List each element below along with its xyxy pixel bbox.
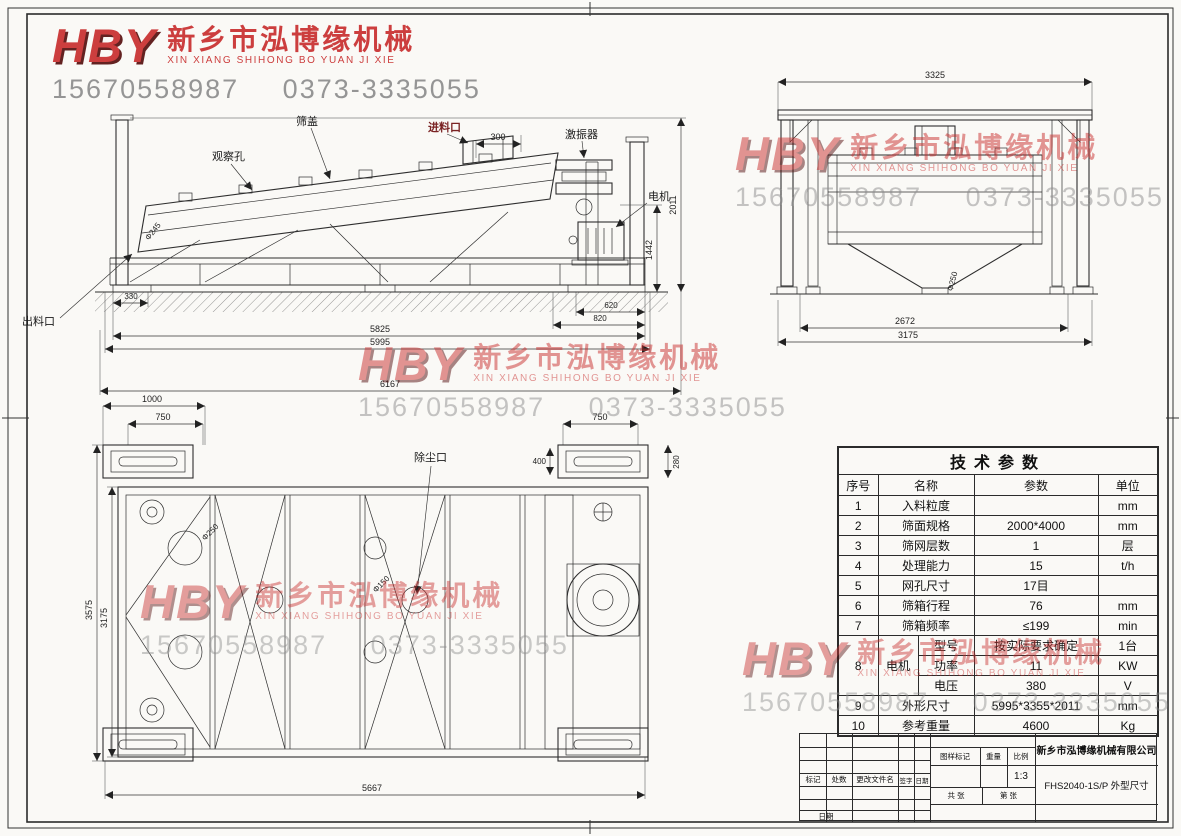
dim-pad-left-outer: 1000 — [142, 394, 162, 404]
dim-base-left: 330 — [124, 292, 138, 301]
body-plan — [117, 486, 649, 758]
title-block: 标记 处数 更改文件名 签字 日期 日期 图样标记 重量 比例 1:3 共 张 … — [799, 733, 1158, 822]
dim-outlet-dia: Φ250 — [946, 270, 960, 292]
hopper — [845, 243, 1025, 289]
dim-width-outer: 3575 — [84, 600, 94, 620]
foot-mid — [364, 284, 396, 293]
mark-header: 图样标记 — [940, 751, 970, 761]
label-motor: 电机 — [648, 189, 670, 203]
company-name: 新乡市泓博缘机械有限公司 — [1036, 746, 1157, 757]
col-name: 名称 — [877, 474, 975, 496]
rev-header-file: 更改文件名 — [856, 775, 894, 784]
rev-header-mark: 标记 — [805, 775, 821, 784]
col-unit: 单位 — [1097, 474, 1159, 496]
label-dust-port: 除尘口 — [414, 450, 447, 464]
right-post — [629, 141, 645, 286]
pad-top-right — [557, 444, 649, 479]
sheet-count: 共 张 — [947, 791, 965, 800]
dim-width-inner: 3175 — [99, 608, 109, 628]
label-exciter: 激振器 — [565, 127, 598, 141]
exciter-end — [914, 125, 956, 156]
hopper-outlet — [921, 287, 949, 295]
label-observation-port: 观察孔 — [212, 149, 245, 163]
dim-pad-left-inner: 750 — [155, 412, 170, 422]
scale-header: 比例 — [1013, 751, 1029, 761]
dim-pad-gap: 400 — [533, 457, 547, 466]
drive-assembly-plan — [544, 494, 640, 750]
drawing-name: FHS2040-1S/P 外型尺寸 — [1044, 780, 1149, 792]
dim-end-width-top: 3325 — [925, 70, 945, 80]
scale-value: 1:3 — [1014, 770, 1028, 782]
dim-length-3: 6167 — [380, 379, 400, 389]
label-screen-cover: 筛盖 — [296, 114, 318, 128]
rev-header-count: 处数 — [831, 775, 847, 784]
exciter-assembly — [555, 159, 613, 216]
dim-base-right-2: 820 — [593, 314, 607, 323]
rev-header-sign: 签字 — [899, 777, 913, 785]
sheet-page: 第 张 — [999, 791, 1018, 800]
side-view: 观察孔 筛盖 进料口 激振器 电机 出料口 300 1442 2011 330 … — [22, 114, 686, 395]
foot-right — [567, 284, 646, 293]
pad-bottom-left — [102, 727, 194, 762]
col-param: 参数 — [973, 474, 1099, 496]
dim-plan-length: 5667 — [362, 783, 382, 793]
top-view: 1000 750 750 400 280 — [84, 394, 681, 799]
ground-hatch — [95, 292, 668, 312]
left-post — [115, 119, 129, 286]
label-feed-inlet: 进料口 — [428, 120, 461, 134]
end-view: 3325 Φ250 2 — [770, 70, 1098, 346]
dim-length-2: 5995 — [370, 337, 390, 347]
dim-inlet-width: 300 — [490, 132, 505, 142]
dim-base-right-1: 620 — [604, 301, 618, 310]
dim-body: Φ245 — [143, 220, 163, 242]
motor-assembly — [568, 221, 629, 266]
dim-pad-right: 750 — [592, 412, 607, 422]
col-no: 序号 — [837, 474, 879, 496]
dim-height-total: 2011 — [668, 195, 678, 214]
dim-height-motor: 1442 — [644, 240, 654, 260]
dim-end-width-inner: 2672 — [895, 316, 915, 326]
rev-header-date: 日期 — [915, 777, 929, 785]
feed-inlet-chute — [462, 135, 514, 165]
pad-top-left — [102, 444, 194, 479]
label-discharge-port: 出料口 — [22, 314, 55, 328]
tech-table-title: 技术参数 — [837, 446, 1159, 475]
foot-left — [112, 284, 152, 293]
table-row-motor: 8 电机 型号 按实际要求确定 1台 — [837, 635, 1159, 696]
dim-hole-small: Φ150 — [371, 574, 392, 595]
pad-bottom-right — [557, 727, 649, 762]
weight-header: 重量 — [986, 751, 1001, 761]
screen-body — [137, 152, 559, 253]
date-label: 日期 — [818, 811, 834, 821]
dim-length-1: 5825 — [370, 324, 390, 334]
dim-pad-height: 280 — [672, 455, 681, 469]
dim-end-width-total: 3175 — [898, 330, 918, 340]
dim-hole-large: Φ250 — [200, 522, 221, 543]
